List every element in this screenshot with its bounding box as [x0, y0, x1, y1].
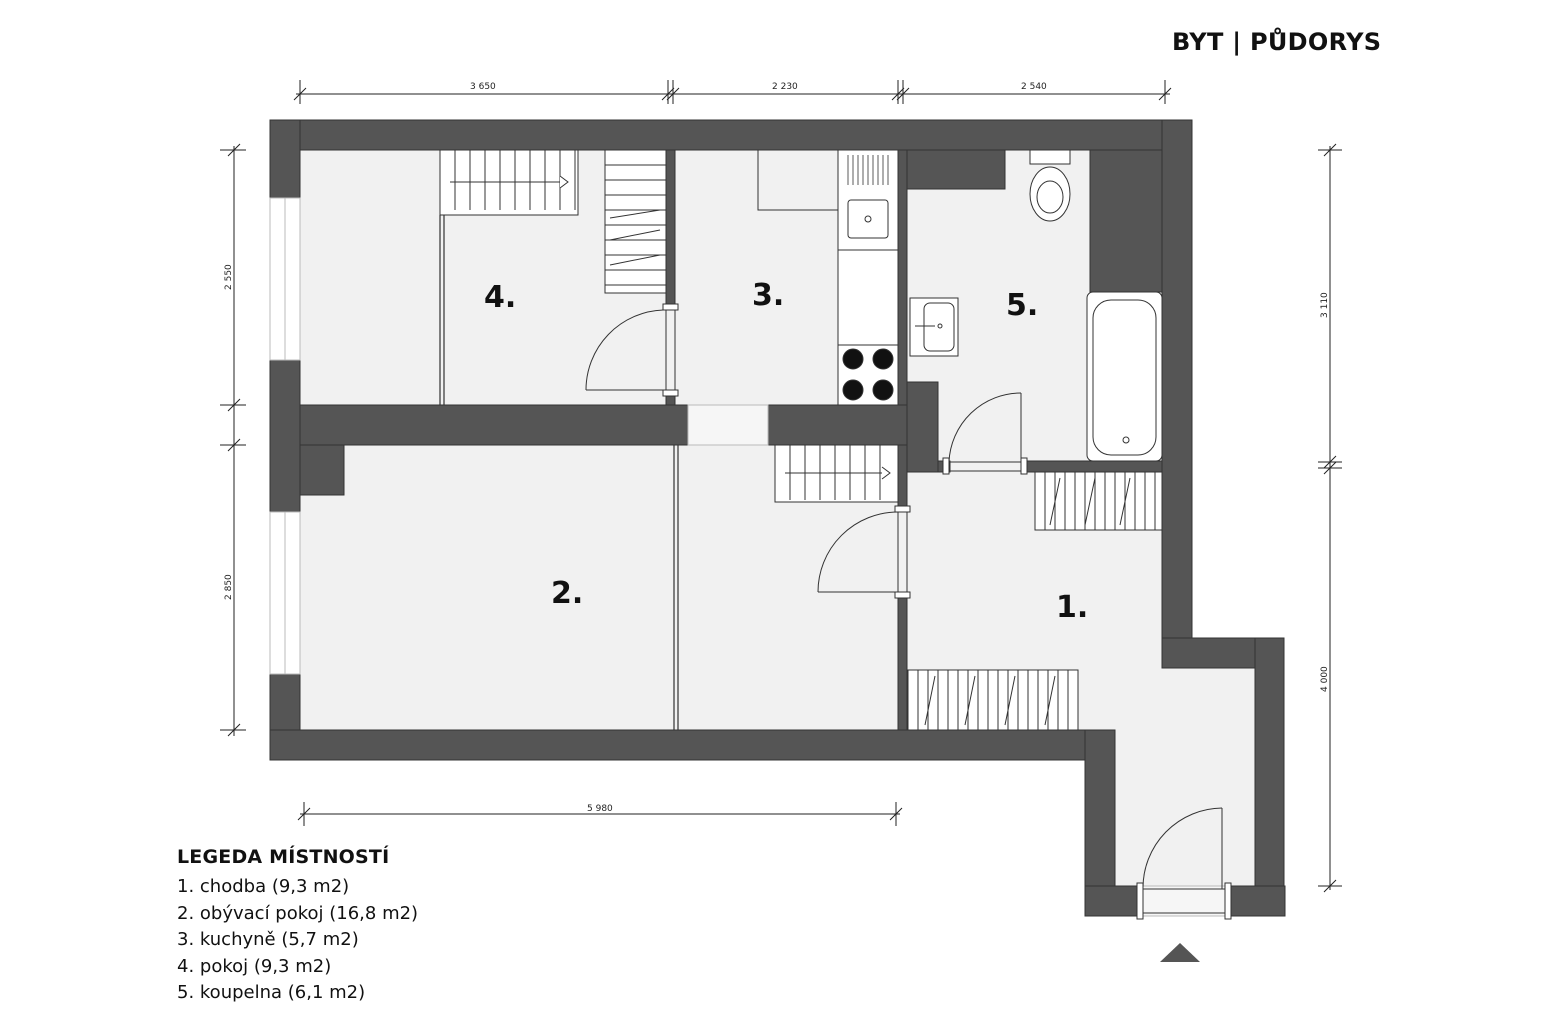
- legend-item: 2. obývací pokoj (16,8 m2): [177, 902, 419, 924]
- dim-right-2: 4 000: [1320, 666, 1330, 692]
- legend-item: 3. kuchyně (5,7 m2): [177, 929, 359, 950]
- door-living-room: [817, 505, 911, 599]
- room-label-2: 2.: [551, 576, 583, 611]
- door-entrance: [1136, 807, 1232, 920]
- dim-bottom: 5 980: [587, 804, 613, 814]
- legend-item: 4. pokoj (9,3 m2): [177, 955, 332, 977]
- dim-left-1: 2 550: [224, 264, 234, 290]
- room-legend: LEGEDA MÍSTNOSTÍ 1. chodba (9,3 m2) 2. o…: [177, 846, 418, 1007]
- door-room4: [585, 303, 679, 397]
- room-label-1: 1.: [1056, 590, 1088, 625]
- page-title: BYT | PŮDORYS: [1172, 28, 1382, 56]
- light-partitions: [439, 215, 679, 730]
- room-label-3: 3.: [752, 278, 784, 313]
- windows: [269, 197, 301, 675]
- door-bathroom: [942, 392, 1028, 475]
- dim-left-2: 2 850: [224, 574, 234, 600]
- walls: [269, 119, 1286, 917]
- dim-top-2: 2 230: [772, 82, 798, 92]
- dimension-labels: 3 650 2 230 2 540 5 980 2 550 2 850 3 11…: [224, 82, 1330, 814]
- bathroom-fixtures: [909, 149, 1163, 462]
- wardrobe-room4: [439, 149, 667, 294]
- openings: [687, 404, 1229, 917]
- room-label-5: 5.: [1006, 288, 1038, 323]
- legend-item: 5. koupelna (6,1 m2): [177, 982, 366, 1003]
- dim-top-1: 3 650: [470, 82, 496, 92]
- legend-title: LEGEDA MÍSTNOSTÍ: [177, 846, 390, 868]
- legend-item: 1. chodba (9,3 m2): [177, 876, 350, 897]
- dim-top-3: 2 540: [1021, 82, 1047, 92]
- kitchen-units: [757, 149, 899, 406]
- wardrobes-corridor: [774, 444, 1163, 731]
- dim-right-1: 3 110: [1320, 292, 1330, 318]
- room-label-4: 4.: [484, 280, 516, 315]
- dimension-lines: [220, 80, 1342, 893]
- north-arrow-triangle-icon: [1160, 943, 1200, 962]
